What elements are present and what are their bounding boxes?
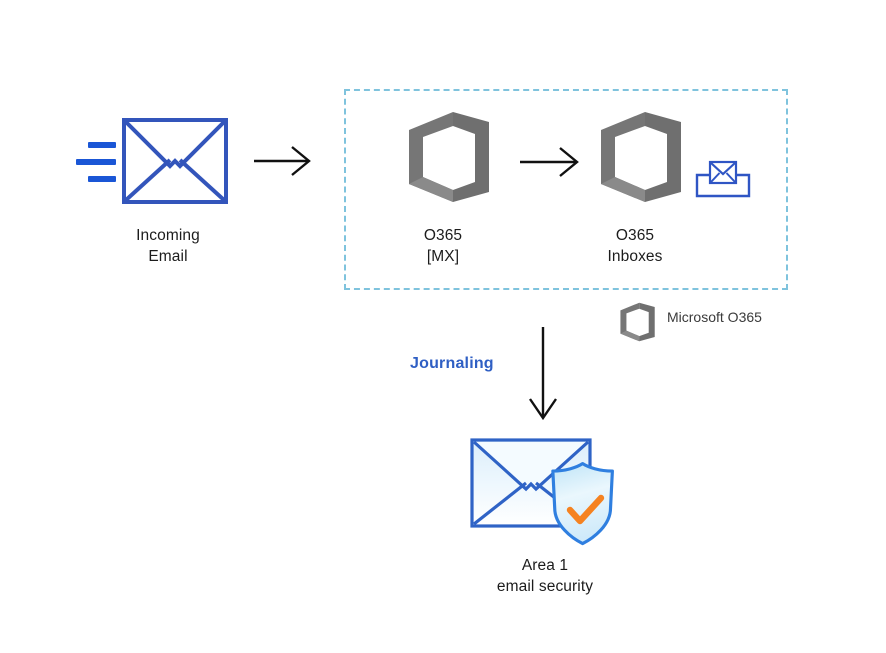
microsoft-office-logo-icon <box>405 108 495 206</box>
microsoft-office-logo-icon <box>618 301 658 343</box>
node-label-area1-email-security: Area 1 email security <box>496 557 594 595</box>
envelope-with-motion-lines-icon <box>74 112 230 212</box>
edge-label-journaling: Journaling <box>410 355 494 372</box>
arrow-right-icon <box>252 142 314 180</box>
node-label-o365-inboxes: O365 Inboxes <box>607 227 663 265</box>
envelope-with-shield-check-icon <box>466 432 626 550</box>
inbox-tray-envelope-icon <box>694 158 752 200</box>
node-label-o365-mx: O365 [MX] <box>423 227 463 265</box>
node-label-incoming-email: Incoming Email <box>136 227 200 265</box>
arrow-down-icon <box>527 325 561 423</box>
microsoft-office-logo-icon <box>597 108 687 206</box>
arrow-right-icon <box>518 143 584 181</box>
o365-boundary-region <box>344 89 788 290</box>
legend-label-microsoft-o365: Microsoft O365 <box>667 309 762 325</box>
